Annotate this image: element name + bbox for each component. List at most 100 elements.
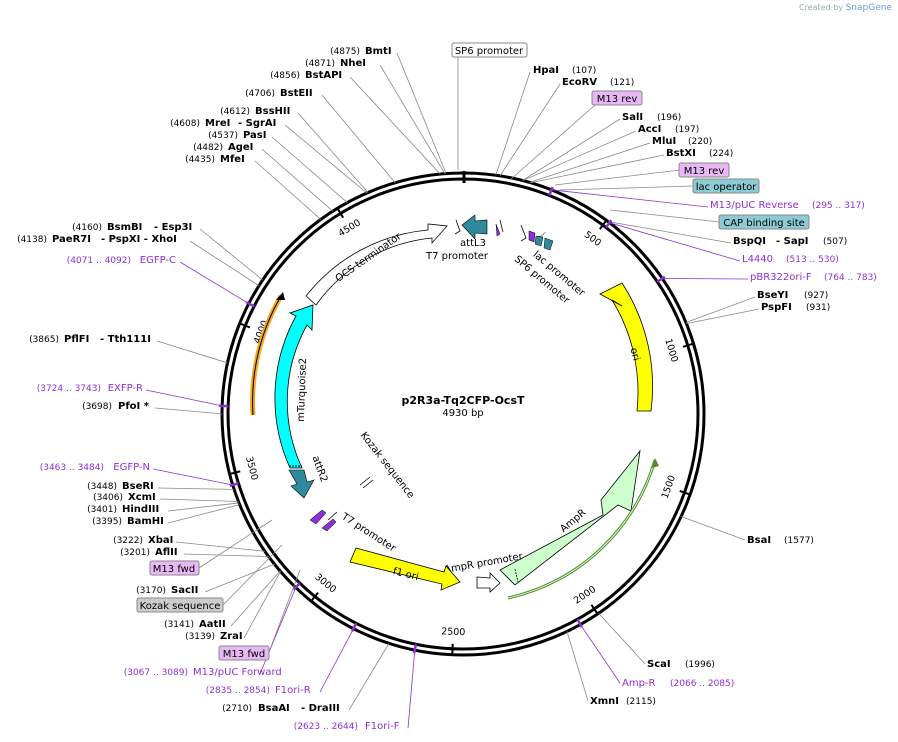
site-pos: (3698) [82,402,112,412]
site-name: BsaAI [258,703,290,714]
leader-line [580,624,621,684]
leader-line [522,130,637,181]
m13-rev-label: M13 rev [597,94,638,105]
site-pos: (4537) [208,131,238,141]
leader-line [495,71,531,176]
site-pos: (3222) [113,536,143,546]
tick-label: 1000 [662,337,680,363]
primer-name: M13/pUC Forward [193,667,282,678]
tick-label: 500 [582,229,603,249]
primer-mark [351,622,358,632]
primer-name: pBR322ori-F [750,272,812,283]
site-name: ScaI [647,659,671,670]
m13-fwd-label: M13 fwd [153,564,195,575]
tick-label: 4500 [336,217,362,239]
m13-rev-box [591,90,643,106]
attr2-feature [288,469,315,499]
site-pos: (3401) [87,505,117,515]
site-pos: (121) [610,78,634,88]
primer-name: M13/pUC Reverse [710,200,799,211]
site-pos: (4875) [330,47,360,57]
leader-line [530,154,665,184]
m13-rev-label: M13 rev [684,166,725,177]
site-pos: (3201) [120,548,150,558]
primer-pos: (4071 .. 4092) [67,256,131,266]
site-pos: (1577) [784,536,814,546]
site-alias: - DraIII [301,703,340,714]
leader-line [681,516,746,541]
primer-mark [576,618,583,628]
site-pos: (224) [709,149,733,159]
site-pos: (4856) [270,71,300,81]
f1-ori-feature [349,547,461,591]
leader-line [297,112,369,193]
mturquoise2-label: mTurquoise2 [296,358,309,422]
tick-mark [679,489,692,496]
primer-mark [292,582,301,591]
leader-line [349,76,441,175]
leader-line [551,189,709,208]
site-pos: (4612) [220,107,250,117]
leader-line [348,643,390,711]
site-pos: (3141) [164,620,194,630]
site-alias: - Tth111I [100,334,151,345]
leader-line [152,468,233,486]
tick-label: 3500 [243,455,260,481]
box-leader-line [222,544,283,606]
leader-line [154,407,223,415]
site-name: BstEII [280,88,313,99]
leader-line [167,504,240,524]
sp6-box-label: SP6 promoter [455,46,524,57]
primer-pos: (2066 .. 2085) [670,679,734,689]
site-pos: (197) [675,125,699,135]
leader-line [284,124,368,194]
box-leader-line [198,519,273,569]
site-pos: (4435) [185,155,215,165]
site-pos: (2115) [626,697,656,707]
site-name: XbaI [148,535,173,546]
primer-mark [548,186,554,196]
site-name: AccI [638,124,661,135]
leader-line [686,308,760,325]
kozak-box [136,597,224,613]
site-name: BsaI [747,535,771,546]
mturquoise2-feature [274,304,314,469]
m13-fwd-box [218,645,270,661]
tick-mark [451,643,454,656]
site-name: BssHII [255,106,290,117]
leader-line [271,136,348,203]
site-pos: (2710) [222,704,252,714]
leader-lines [145,52,760,729]
box-leader-line [559,185,694,191]
leader-line [522,118,621,181]
primer-mark [656,275,666,283]
primer-pos: (295 .. 317) [812,201,865,211]
site-alias: - Esp3I [154,222,192,233]
cap-binding-label: CAP binding site [723,218,805,229]
leader-line [230,570,281,627]
site-name: PflFI [64,334,89,345]
kozak-box-label: Kozak sequence [140,601,221,612]
leader-line [199,228,263,281]
site-pos: (4608) [170,119,200,129]
attl3-label: attL3 [460,238,486,249]
primer-mark [245,301,255,308]
primer-name: EGFP-N [113,462,150,473]
leader-line [175,541,265,552]
ocs-terminator-label: OCS terminator [334,231,405,285]
leader-line [529,142,651,183]
tick-mark [599,218,608,230]
site-name: ZraI [220,631,243,642]
site-name: SalI [622,112,643,123]
leader-line [319,628,354,693]
plasmid-length: 4930 bp [442,408,483,419]
site-name: BstAPI [305,70,342,81]
site-name: AatII [199,619,226,630]
t7-promoter-bottom-label: T7 promoter [339,511,399,555]
site-pos: (220) [688,137,712,147]
box-leader-line [609,209,721,223]
site-pos: (4160) [72,223,102,233]
box-leader-line [268,569,301,653]
leader-line [183,553,269,557]
site-alias: - PspXI - XhoI [101,234,177,245]
